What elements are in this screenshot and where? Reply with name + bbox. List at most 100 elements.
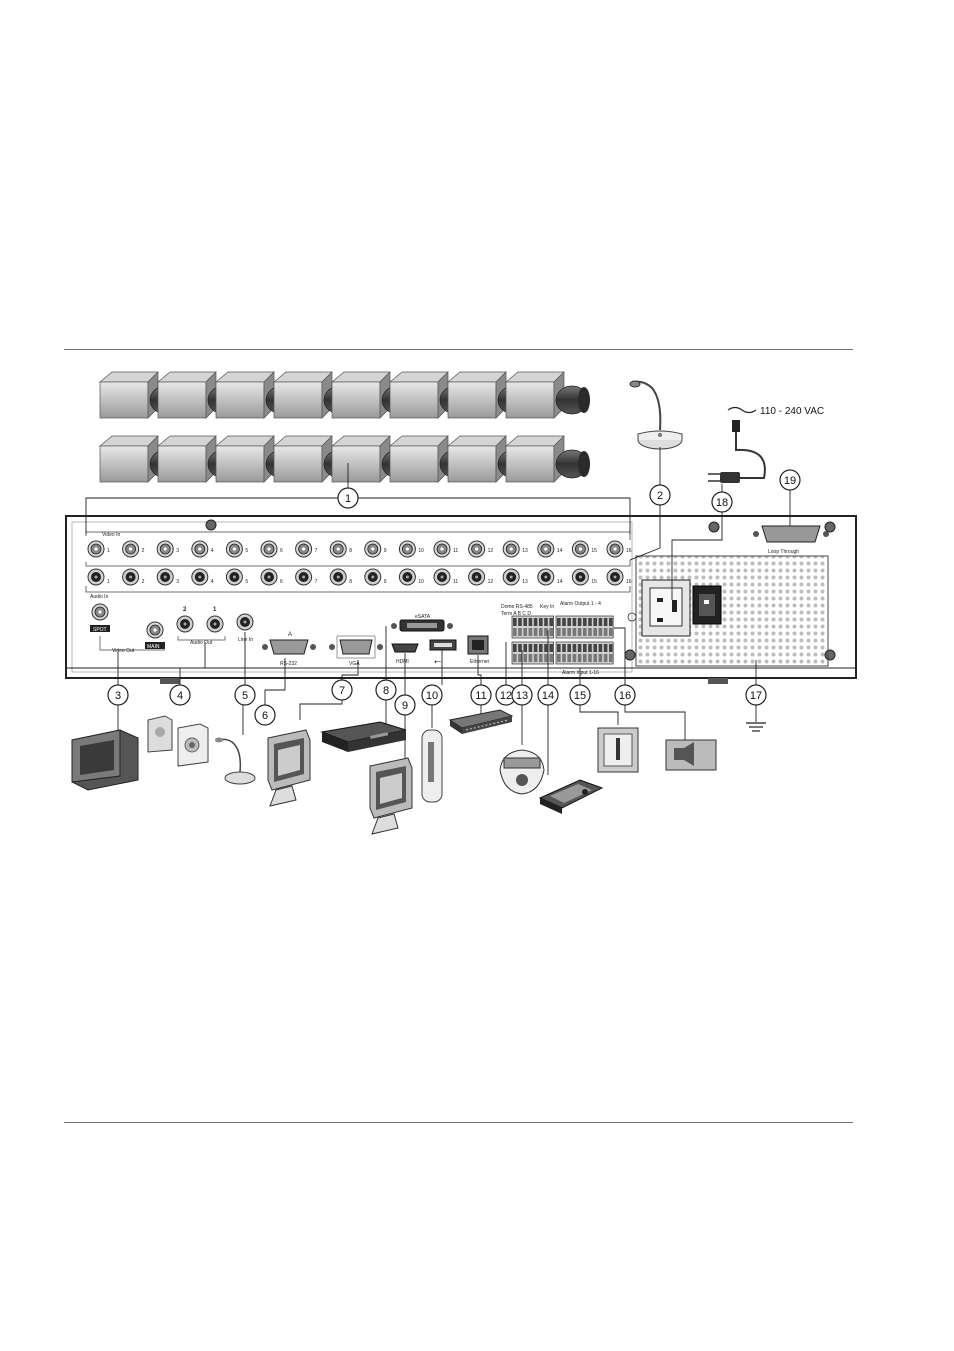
video-in-bnc-9 (364, 540, 382, 558)
crt-monitor-icon (71, 729, 139, 791)
audio-in-rca-5 (225, 568, 243, 586)
ground-icon (746, 722, 766, 732)
audio-in-channel-number: 1 (107, 579, 110, 585)
audio-out-2-connector (176, 615, 194, 633)
audio-in-channel-number: 16 (626, 579, 632, 585)
power-voltage-label: 110 - 240 VAC (760, 406, 824, 417)
audio-in-rca-9 (364, 568, 382, 586)
audio-in-rca-6 (260, 568, 278, 586)
svg-text:18: 18 (716, 497, 728, 509)
video-in-channel-number: 11 (453, 548, 458, 554)
svg-text:9: 9 (402, 700, 408, 712)
svg-text:6: 6 (262, 710, 268, 722)
audio-in-channel-number: 15 (591, 579, 597, 585)
video-in-bnc-12 (468, 540, 486, 558)
dome-rs485-label: Dome RS-485 (501, 604, 533, 610)
video-in-channel-number: 8 (349, 548, 352, 554)
video-in-bnc-15 (571, 540, 589, 558)
dvd-recorder-icon (320, 721, 407, 752)
audio-out-1-connector (206, 615, 224, 633)
line-in-label: Line In (238, 637, 253, 643)
video-in-bnc-5 (225, 540, 243, 558)
audio-in-channel-number: 9 (384, 579, 387, 585)
audio-in-rca-15 (571, 568, 589, 586)
callout-18: 18 (711, 491, 733, 513)
alarm-siren-icon (665, 739, 717, 771)
callout-4: 4 (169, 684, 191, 706)
leader-lines (85, 447, 791, 775)
camera-icon (505, 435, 591, 483)
svg-text:11: 11 (475, 690, 486, 702)
video-out-label: Video Out (112, 648, 135, 654)
svg-text:14: 14 (542, 690, 554, 702)
callout-16: 16 (614, 684, 636, 706)
video-in-bnc-13 (502, 540, 520, 558)
network-switch-icon (448, 709, 514, 734)
audio-in-rca-12 (468, 568, 486, 586)
audio-in-label: Audio In (90, 594, 109, 600)
video-in-channel-number: 2 (142, 548, 145, 554)
callout-19: 19 (779, 469, 801, 491)
vga-label: VGA (349, 661, 360, 667)
callout-9: 9 (394, 694, 416, 716)
video-in-bnc-14 (537, 540, 555, 558)
callout-11: 11 (470, 684, 492, 706)
video-in-bnc-6 (260, 540, 278, 558)
video-in-bnc-4 (191, 540, 209, 558)
rs232-a-label: A (288, 632, 292, 638)
term-label: Term A B C D (501, 611, 531, 617)
video-in-channel-number: 13 (522, 548, 528, 554)
audio-in-channel-number: 3 (176, 579, 179, 585)
camera-array (99, 371, 591, 483)
svg-text:13: 13 (516, 690, 528, 702)
terminal-block (555, 641, 614, 665)
keyboard-icon (538, 779, 604, 814)
video-in-label: Video In (102, 532, 120, 538)
key-in-label: Key In (540, 604, 554, 610)
svg-text:8: 8 (383, 685, 389, 697)
ethernet-label: Ethernet (470, 659, 490, 665)
svg-text:1: 1 (345, 493, 351, 505)
video-in-bnc-7 (295, 540, 313, 558)
line-in-microphone-icon (215, 737, 256, 785)
video-in-bnc-3 (156, 540, 174, 558)
audio-in-rca-4 (191, 568, 209, 586)
loop-through-label: Loop Through (768, 549, 799, 555)
audio-out-1-label: 1 (213, 607, 217, 613)
audio-in-rca-10 (398, 568, 416, 586)
audio-in-rca-8 (329, 568, 347, 586)
power-plug-icon: 110 - 240 VAC (708, 406, 824, 483)
callout-13: 13 (511, 684, 533, 706)
callout-2: 2 (649, 484, 671, 506)
terminal-block (511, 641, 554, 665)
audio-in-rca-7 (295, 568, 313, 586)
audio-in-channel-number: 12 (488, 579, 494, 585)
video-in-channel-number: 3 (176, 548, 179, 554)
audio-in-rca-14 (537, 568, 555, 586)
svg-text:3: 3 (115, 690, 121, 702)
callout-8: 8 (375, 679, 397, 701)
audio-in-channel-number: 7 (315, 579, 318, 585)
video-in-bnc-1 (87, 540, 105, 558)
audio-in-channel-number: 5 (245, 579, 248, 585)
svg-text:16: 16 (619, 690, 631, 702)
callout-10: 10 (421, 684, 443, 706)
video-in-channel-number: 10 (418, 548, 424, 554)
audio-out-label: Audio Out (190, 640, 213, 646)
terminal-blocks (511, 615, 614, 665)
bottom-divider (64, 1122, 853, 1123)
audio-in-rca-2 (122, 568, 140, 586)
video-in-channel-number: 1 (107, 548, 110, 554)
camera-icon (505, 371, 591, 419)
video-in-channel-number: 14 (557, 548, 563, 554)
audio-in-channel-number: 4 (211, 579, 214, 585)
audio-in-channel-number: 10 (418, 579, 424, 585)
audio-in-channel-number: 6 (280, 579, 283, 585)
video-in-channel-number: 7 (315, 548, 318, 554)
alarm-sensor-icon (597, 727, 639, 773)
callout-5: 5 (234, 684, 256, 706)
audio-in-channel-number: 8 (349, 579, 352, 585)
video-in-bnc-16 (606, 540, 624, 558)
